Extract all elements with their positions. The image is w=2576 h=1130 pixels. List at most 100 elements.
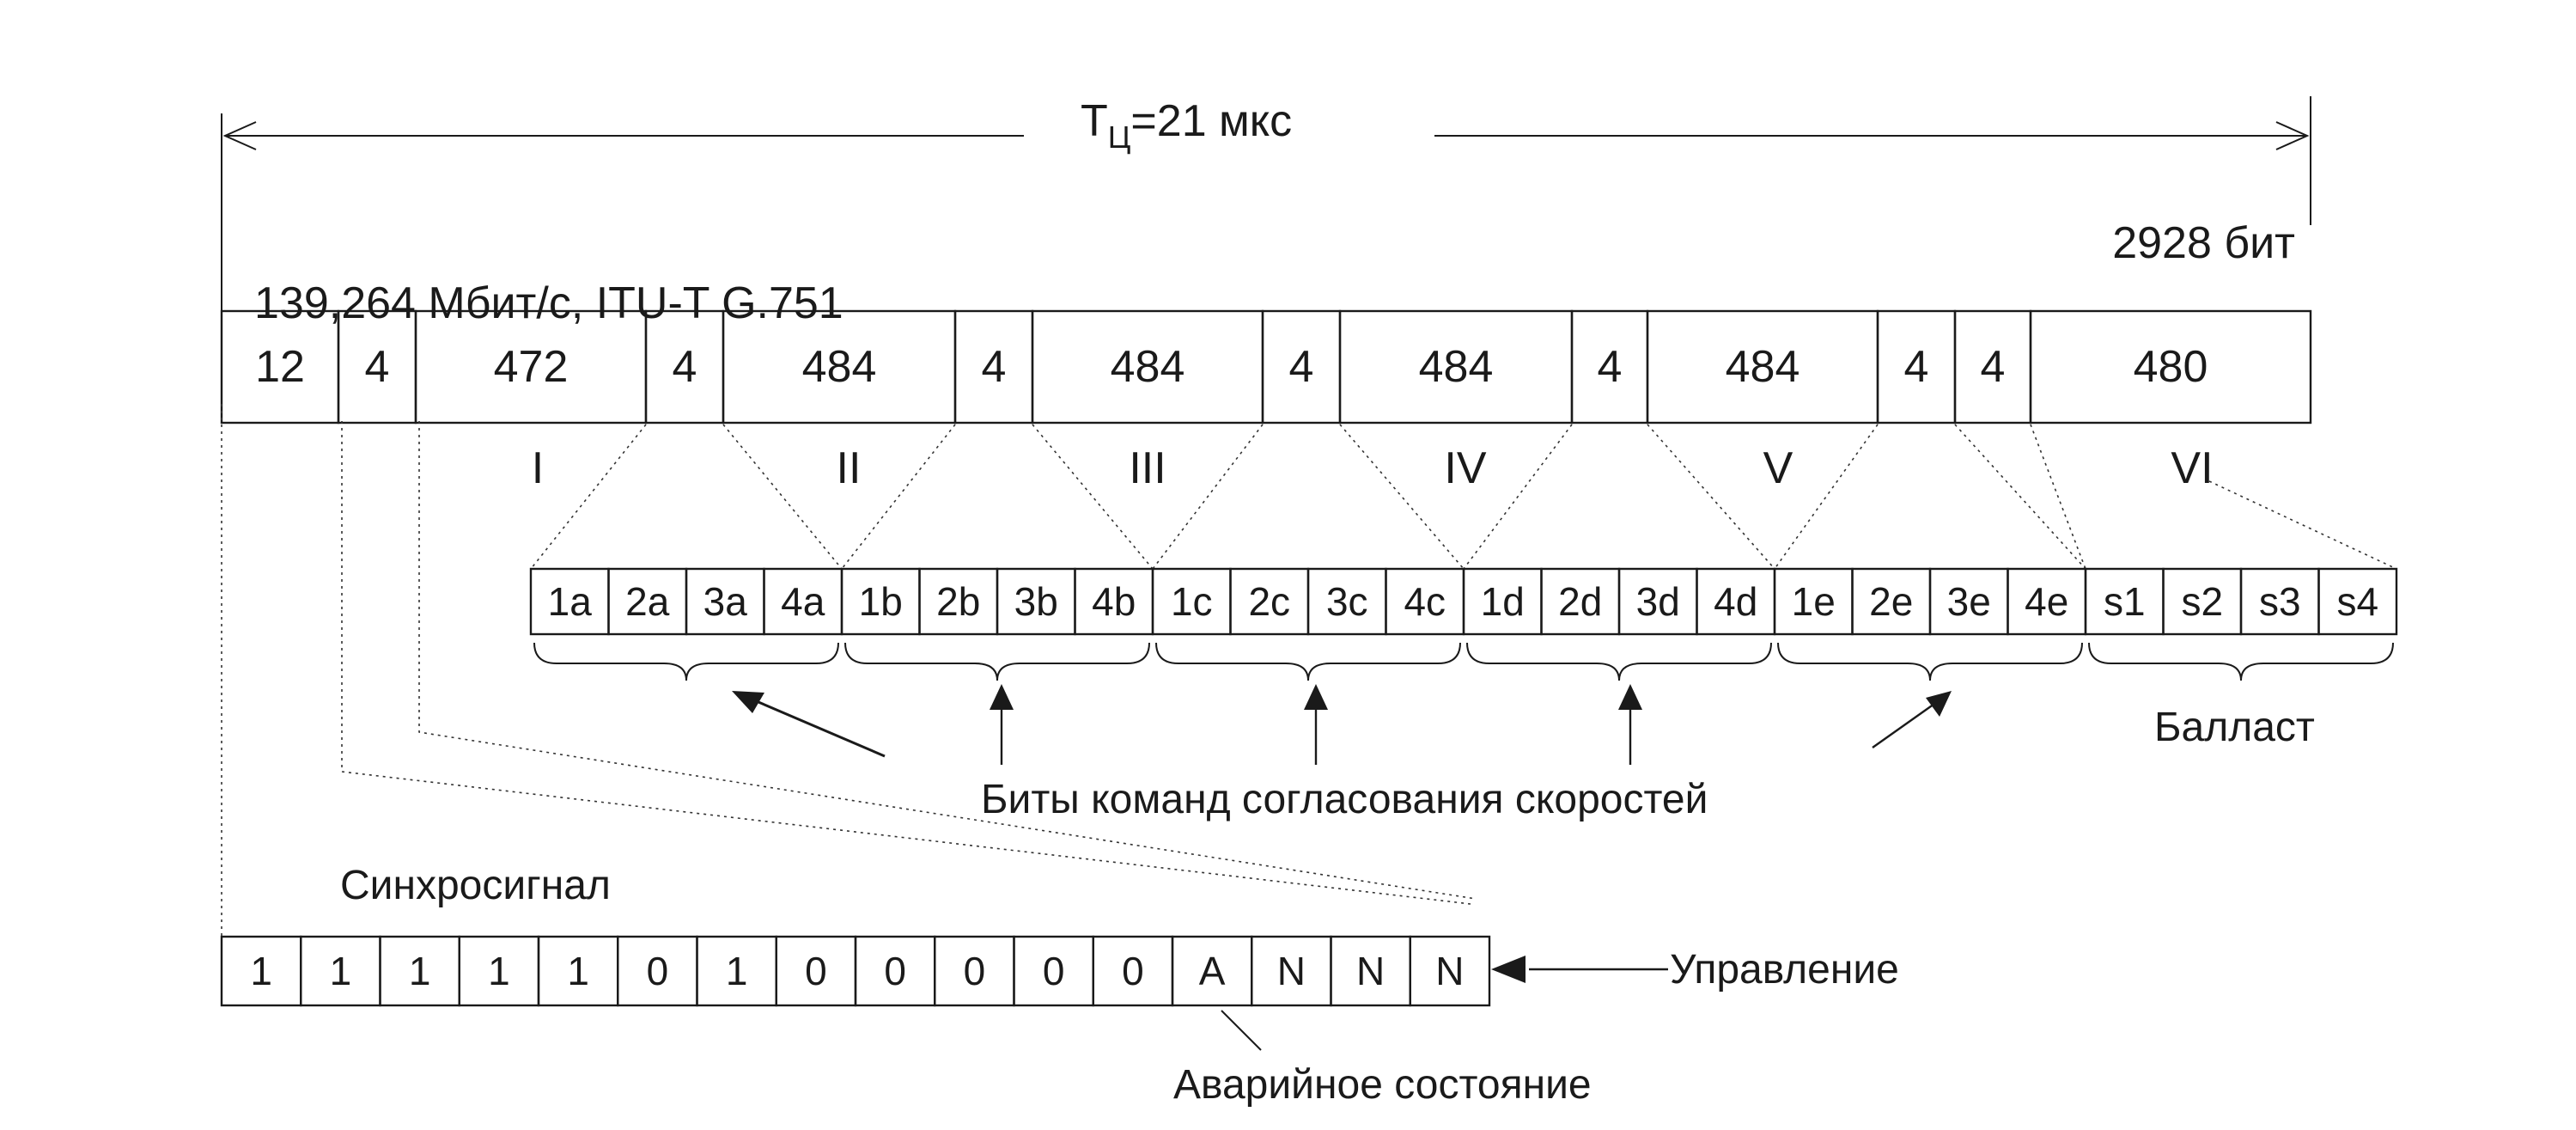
group-brace <box>844 642 1150 681</box>
frame-cell-label: 484 <box>802 342 877 392</box>
projection-line <box>1152 424 1264 570</box>
projection-line <box>722 424 843 570</box>
control-label: Управление <box>1670 947 1899 993</box>
arrow-d-head-icon <box>1618 684 1642 710</box>
left-arrow-icon <box>222 121 257 150</box>
sync-cell-label: 1 <box>488 949 510 993</box>
frame-cell-label: 4 <box>982 342 1007 392</box>
sync-cell-label: N <box>1356 949 1385 993</box>
frame-cell-label: 484 <box>1726 342 1800 392</box>
bit-cell-label: 4b <box>1092 579 1136 624</box>
sync-cell-label: 1 <box>567 949 589 993</box>
group-brace <box>1466 642 1772 681</box>
projection-line <box>2208 480 2397 570</box>
projection-line <box>1954 424 2086 570</box>
group-label: V <box>1763 443 1793 493</box>
frame-cell-label: 4 <box>1904 342 1929 392</box>
projection-line <box>841 424 956 570</box>
bit-cell <box>2317 567 2398 636</box>
period-dimension: TЦ=21 мкс <box>221 96 2311 404</box>
sync-cell-label: N <box>1277 949 1306 993</box>
sync-cell-label: 1 <box>250 949 272 993</box>
sync-cell-label: 0 <box>647 949 669 993</box>
rate-label: 139,264 Мбит/с, ITU-T G.751 <box>254 278 843 328</box>
bit-cell-label: 3e <box>1947 579 1991 624</box>
bit-cell-label: 2a <box>625 579 670 624</box>
arrow-c-head-icon <box>1304 684 1328 710</box>
group-brace <box>533 642 839 681</box>
control-arrow-head-icon <box>1491 956 1526 983</box>
sync-cell-label: N <box>1435 949 1464 993</box>
sync-cell-label: 0 <box>805 949 827 993</box>
bit-cell-label: 4e <box>2025 579 2068 624</box>
bit-cell-label: 3d <box>1636 579 1680 624</box>
projection-line <box>530 424 647 570</box>
bit-cell-label: 3c <box>1326 579 1368 624</box>
group-brace <box>2088 642 2394 681</box>
bit-cell-label: 2b <box>936 579 980 624</box>
bits-label: 2928 бит <box>2112 218 2295 268</box>
arrow-a-head-icon <box>732 691 764 713</box>
sync-cell <box>1409 935 1491 1007</box>
bit-cell-label: 2c <box>1248 579 1290 624</box>
period-label: TЦ=21 мкс <box>1081 96 1292 155</box>
group-label: II <box>837 443 862 493</box>
sync-cells-row: 1 1 1 1 1 0 1 0 0 0 0 0 A N N N <box>220 935 1491 1007</box>
sync-projection-lines <box>221 404 1477 971</box>
frame-cell-label: 472 <box>494 342 569 392</box>
bit-cell-label: 1d <box>1481 579 1525 624</box>
projection-line <box>1647 424 1775 570</box>
sync-cell-label: 0 <box>1122 949 1144 993</box>
frame-cell-label: 4 <box>673 342 697 392</box>
bit-cell-label: 4d <box>1714 579 1757 624</box>
bit-cell-label: 4a <box>781 579 825 624</box>
alarm-pointer-line <box>1221 1010 1262 1051</box>
arrow-e <box>1872 697 1944 748</box>
arrow-a <box>740 693 886 758</box>
sync-cell-label: A <box>1199 949 1226 993</box>
bit-cell-label: s3 <box>2259 579 2301 624</box>
sync-cell-label: 1 <box>726 949 748 993</box>
right-arrow-icon <box>2275 121 2310 150</box>
sync-cell-label: 0 <box>964 949 986 993</box>
frame-cell <box>2029 309 2312 425</box>
sync-projection-1 <box>341 421 1471 905</box>
frame-cell-label: 4 <box>1289 342 1314 392</box>
frame-cell-label: 4 <box>365 342 390 392</box>
frame-cell-label: 484 <box>1111 342 1185 392</box>
control-arrow <box>1491 956 1668 983</box>
sync-cell-label: 0 <box>1043 949 1065 993</box>
arrow-e-head-icon <box>1926 691 1952 717</box>
justification-arrows <box>732 684 1952 765</box>
frame-cell-label: 4 <box>1981 342 2006 392</box>
bit-cell-label: 1a <box>548 579 593 624</box>
group-label: VI <box>2171 443 2213 493</box>
group-label: III <box>1129 443 1166 493</box>
group-brace <box>1777 642 2083 681</box>
projection-line <box>1774 424 1879 570</box>
alarm-label: Аварийное состояние <box>1173 1062 1592 1108</box>
sync-cell-label: 1 <box>409 949 431 993</box>
bit-cell-label: 4c <box>1404 579 1446 624</box>
sync-projection-2 <box>418 421 1477 900</box>
bit-cell-label: 3b <box>1014 579 1058 624</box>
justification-label: Биты команд согласования скоростей <box>981 777 1708 822</box>
sync-cell-label: 1 <box>330 949 352 993</box>
arrow-b-head-icon <box>990 684 1014 710</box>
projection-line <box>2030 424 2086 570</box>
group-label: IV <box>1444 443 1486 493</box>
sync-label: Синхросигнал <box>340 863 611 908</box>
bit-cell-label: 1b <box>859 579 903 624</box>
group-brace <box>1155 642 1461 681</box>
projection-lines <box>530 424 2397 570</box>
bit-cell-label: 1e <box>1792 579 1836 624</box>
group-label: I <box>532 443 544 493</box>
sync-cell-label: 0 <box>884 949 906 993</box>
bit-cell-label: 3a <box>703 579 748 624</box>
frame-cell-label: 12 <box>255 342 305 392</box>
bit-cell-label: s1 <box>2104 579 2146 624</box>
